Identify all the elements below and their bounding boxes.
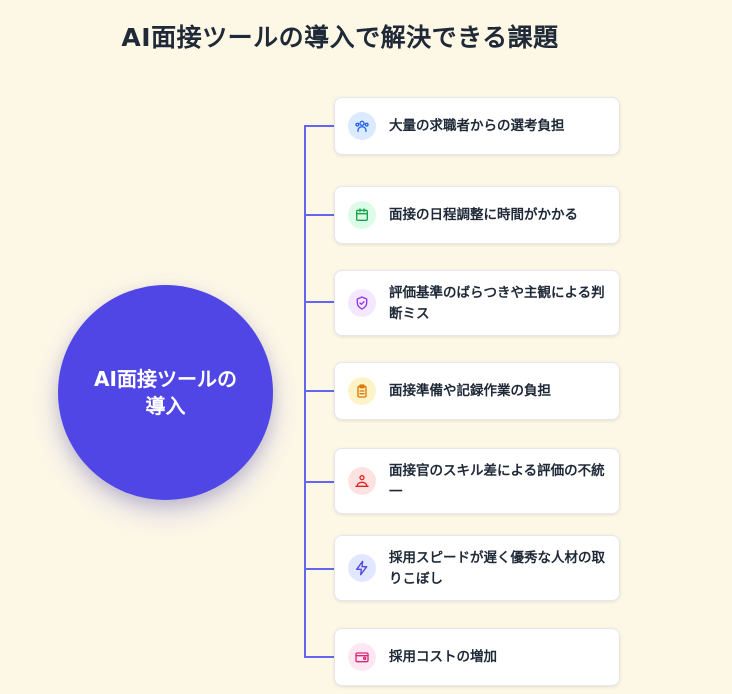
challenge-card: 採用スピードが遅く優秀な人材の取りこぼし <box>334 535 620 601</box>
connector-branch <box>304 214 334 216</box>
challenge-card: 採用コストの増加 <box>334 628 620 686</box>
challenge-label: 面接官のスキル差による評価の不統一 <box>389 463 605 500</box>
central-node-line2: 導入 <box>145 393 186 418</box>
challenge-card: 面接官のスキル差による評価の不統一 <box>334 448 620 514</box>
connector-branch <box>304 390 334 392</box>
challenge-label: 面接準備や記録作業の負担 <box>389 383 551 399</box>
shield-check-icon <box>348 289 376 317</box>
challenge-card: 評価基準のばらつきや主観による判断ミス <box>334 270 620 336</box>
central-node: AI面接ツールの 導入 <box>58 285 273 500</box>
lightning-icon <box>348 554 376 582</box>
connector-branch <box>304 656 334 658</box>
challenge-label: 面接の日程調整に時間がかかる <box>389 207 578 223</box>
connector-branch <box>304 301 334 303</box>
challenge-card: 面接の日程調整に時間がかかる <box>334 186 620 244</box>
challenge-card: 面接準備や記録作業の負担 <box>334 362 620 420</box>
calendar-icon <box>348 201 376 229</box>
challenge-label: 評価基準のばらつきや主観による判断ミス <box>389 285 605 322</box>
connector-trunk <box>304 126 306 658</box>
challenge-label: 採用スピードが遅く優秀な人材の取りこぼし <box>389 550 605 587</box>
clipboard-icon <box>348 377 376 405</box>
challenge-card: 大量の求職者からの選考負担 <box>334 97 620 155</box>
connector-branch <box>304 125 334 127</box>
users-icon <box>348 112 376 140</box>
page-title: AI面接ツールの導入で解決できる課題 <box>121 23 559 52</box>
challenge-label: 採用コストの増加 <box>389 649 497 665</box>
challenge-label: 大量の求職者からの選考負担 <box>389 118 565 134</box>
wallet-icon <box>348 643 376 671</box>
central-node-line1: AI面接ツールの <box>94 366 237 391</box>
user-scale-icon <box>348 467 376 495</box>
connector-branch <box>304 568 334 570</box>
connector-branch <box>304 481 334 483</box>
